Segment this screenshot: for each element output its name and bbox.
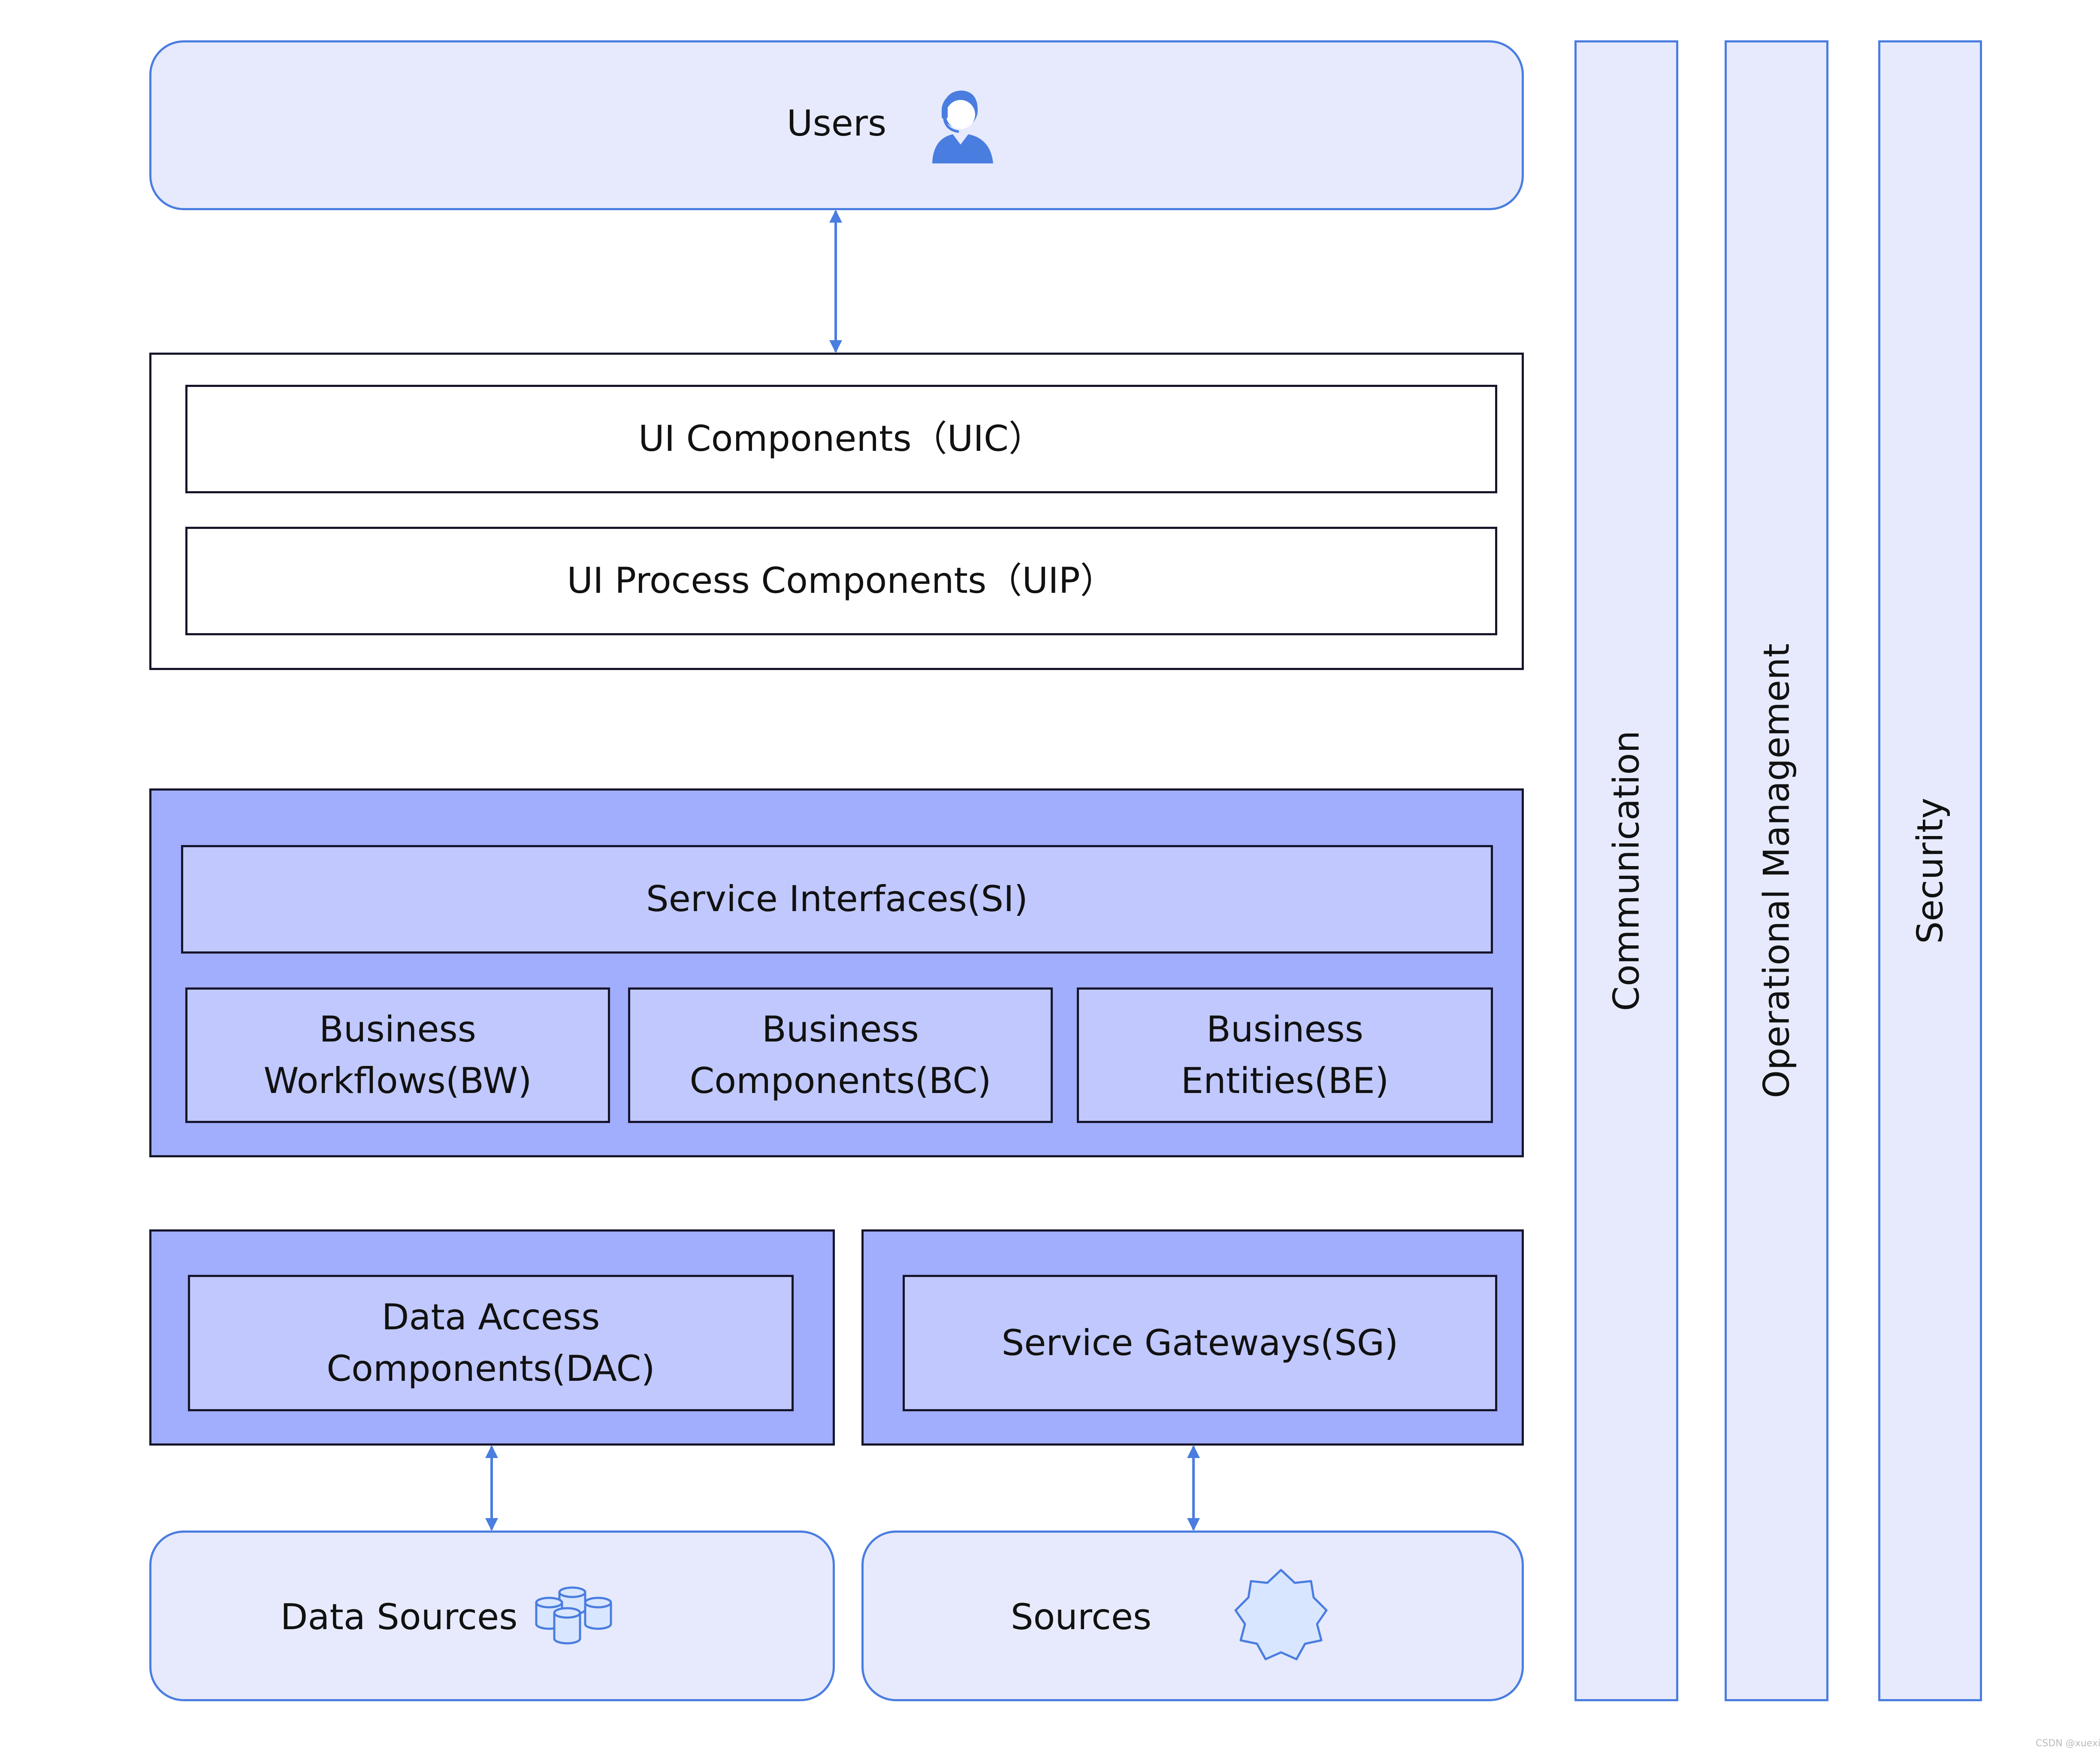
users-label: Users — [786, 103, 887, 144]
business-workflows-box: Business Workflows(BW) — [185, 987, 610, 1123]
business-workflows-label: Business Workflows(BW) — [263, 1008, 532, 1102]
operational-management-column: Operational Management — [1725, 40, 1828, 1701]
business-entities-box: Business Entities(BE) — [1077, 987, 1493, 1123]
database-cylinders-icon — [534, 1586, 613, 1646]
communication-column: Communication — [1574, 40, 1678, 1701]
sources-label: Sources — [1010, 1596, 1152, 1638]
user-headset-icon — [929, 84, 997, 165]
ui-components-box: UI Components（UIC） — [185, 385, 1497, 493]
business-entities-label: Business Entities(BE) — [1181, 1008, 1389, 1102]
users-box — [149, 40, 1524, 210]
business-components-box: Business Components(BC) — [628, 987, 1053, 1123]
ui-process-components-box: UI Process Components（UIP） — [185, 527, 1497, 635]
ui-components-label: UI Components（UIC） — [638, 418, 1044, 460]
service-interfaces-label: Service Interfaces(SI) — [646, 878, 1028, 920]
service-interfaces-box: Service Interfaces(SI) — [181, 845, 1493, 954]
service-gateways-box: Service Gateways(SG) — [903, 1275, 1497, 1411]
data-sources-box — [149, 1531, 835, 1701]
ui-process-components-label: UI Process Components（UIP） — [567, 560, 1116, 602]
data-access-components-label: Data Access Components(DAC) — [326, 1296, 655, 1389]
sources-box — [861, 1531, 1524, 1701]
watermark: CSDN @xuexiangjiali — [2036, 1738, 2100, 1749]
data-access-components-box: Data Access Components(DAC) — [188, 1275, 794, 1411]
data-sources-label: Data Sources — [280, 1596, 518, 1638]
service-gateways-label: Service Gateways(SG) — [1001, 1322, 1399, 1364]
security-column: Security — [1878, 40, 1982, 1701]
business-components-label: Business Components(BC) — [689, 1008, 991, 1102]
star-badge-icon — [1234, 1568, 1328, 1663]
